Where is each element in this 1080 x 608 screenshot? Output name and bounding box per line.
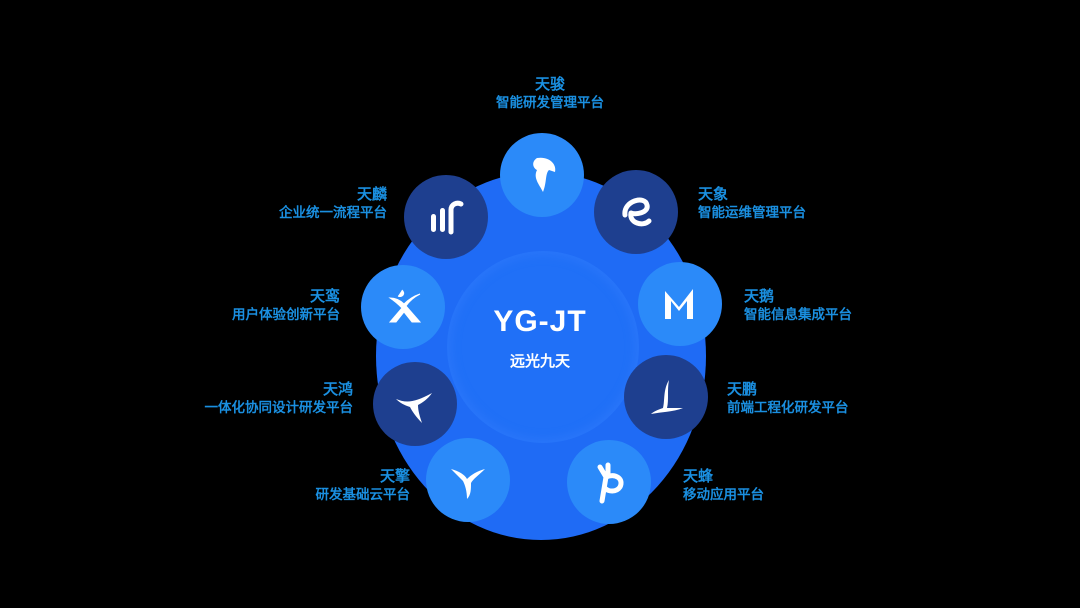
- platform-node-tianjun[interactable]: [500, 133, 584, 217]
- platform-node-tianluan[interactable]: [361, 265, 445, 349]
- letter-m-wing-icon: [665, 289, 693, 319]
- letter-p-bee-icon: [597, 462, 624, 504]
- horse-icon: [533, 157, 556, 192]
- platform-node-tianpeng[interactable]: [624, 355, 708, 439]
- platform-label-tianfeng: 天蜂移动应用平台: [683, 467, 764, 503]
- platform-label-tianjun: 天骏智能研发管理平台: [496, 75, 604, 111]
- platform-node-tianxiang[interactable]: [594, 170, 678, 254]
- brand-logo-text: YG-JT: [493, 305, 587, 338]
- platform-node-tianfeng[interactable]: [567, 440, 651, 524]
- platform-node-tianqing[interactable]: [426, 438, 510, 522]
- platform-label-tianxiang: 天象智能运维管理平台: [698, 185, 806, 221]
- hub-core: [447, 251, 639, 443]
- platform-label-tiane: 天鹅智能信息集成平台: [744, 287, 852, 323]
- platform-label-tianlin: 天麟企业统一流程平台: [279, 185, 387, 221]
- platform-node-tianlin[interactable]: [404, 175, 488, 259]
- platform-label-tianhong: 天鸿一体化协同设计研发平台: [204, 380, 354, 416]
- bird-wing-icon: [396, 393, 432, 423]
- letter-l-wing-icon: [651, 380, 683, 414]
- platform-label-tianqing: 天擎研发基础云平台: [315, 467, 411, 503]
- platform-node-tianhong[interactable]: [373, 362, 457, 446]
- platform-label-tianpeng: 天鹏前端工程化研发平台: [727, 380, 849, 416]
- letter-e-icon: [622, 197, 652, 227]
- platform-node-tiane[interactable]: [638, 262, 722, 346]
- y-fork-icon: [451, 469, 485, 499]
- dancer-x-icon: [388, 289, 422, 323]
- brand-subtitle: 远光九天: [509, 352, 570, 370]
- platform-label-tianluan: 天鸾用户体验创新平台: [232, 287, 340, 323]
- flow-bars-icon: [431, 200, 464, 235]
